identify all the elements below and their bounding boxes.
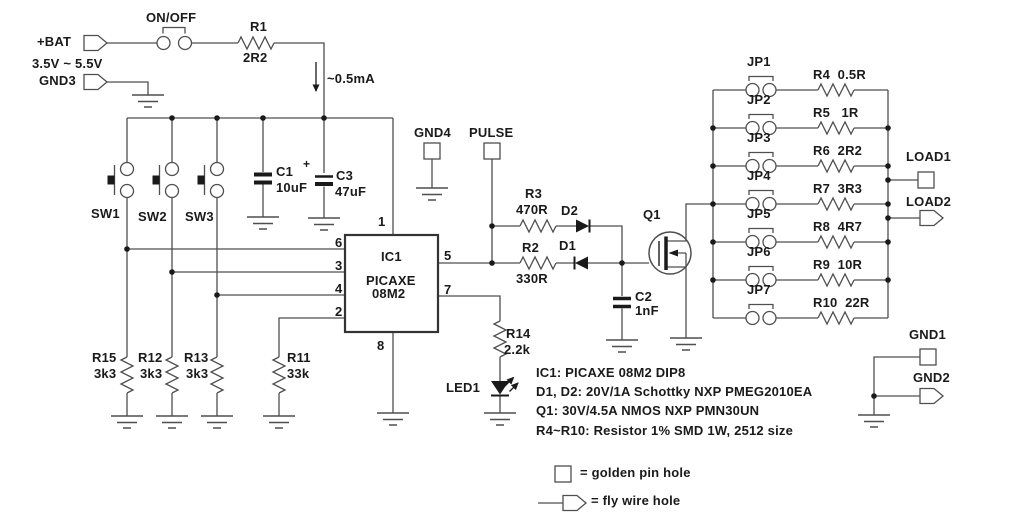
junction-dots	[124, 115, 891, 399]
ic-pin1-label: 1	[378, 214, 386, 229]
led1-led	[491, 376, 519, 397]
c3-label: C3	[336, 168, 354, 183]
ic1-chip-outline	[343, 233, 440, 334]
c1-value-label: 10uF	[276, 180, 308, 195]
r3-label: R3	[525, 186, 543, 201]
r12-value-label: 3k3	[140, 366, 163, 381]
c2-value-label: 1nF	[635, 303, 659, 318]
r1-value-label: 2R2	[243, 50, 268, 65]
sw3-label: SW3	[185, 209, 214, 224]
jumper-jp2-label: JP2	[747, 92, 771, 107]
r13-label: R13	[184, 350, 209, 365]
gnd1-label: GND1	[909, 327, 946, 342]
resistor-r6-label: R6 2R2	[813, 143, 863, 158]
d1-diode	[573, 256, 588, 270]
gnd3-label: GND3	[39, 73, 76, 88]
jumper-jp7-label: JP7	[747, 282, 771, 297]
note-q1: Q1: 30V/4.5A NMOS NXP PMN30UN	[536, 403, 760, 418]
sw1-label: SW1	[91, 206, 120, 221]
gnd4-label: GND4	[414, 125, 451, 140]
ic-pin8-label: 8	[377, 338, 385, 353]
resistor-r7-label: R7 3R3	[813, 181, 863, 196]
jumper-jp5-label: JP5	[747, 206, 771, 221]
note-diodes: D1, D2: 20V/1A Schottky NXP PMEG2010EA	[536, 384, 813, 399]
resistor-r8-label: R8 4R7	[813, 219, 863, 234]
ic-pin5-label: 5	[444, 248, 452, 263]
current-label: ~0.5mA	[327, 71, 375, 86]
load2-label: LOAD2	[906, 194, 952, 209]
legend-fly-wire-label: = fly wire hole	[591, 493, 681, 508]
sw2-label: SW2	[138, 209, 167, 224]
resistor-r10-label: R10 22R	[813, 295, 870, 310]
ic-name-label: IC1	[381, 249, 402, 264]
r3-value-label: 470R	[516, 202, 548, 217]
r2-value-label: 330R	[516, 271, 548, 286]
capacitor-symbols	[254, 172, 631, 309]
c1-label: C1	[276, 164, 294, 179]
ic-pin2-label: 2	[335, 304, 343, 319]
bat-label: +BAT	[37, 34, 72, 49]
jumper-jp1-label: JP1	[747, 54, 771, 69]
r13-value-label: 3k3	[186, 366, 209, 381]
pushbutton-symbols	[106, 161, 225, 199]
r15-value-label: 3k3	[94, 366, 117, 381]
jumper-jp4-label: JP4	[747, 168, 771, 183]
pulse-label: PULSE	[469, 125, 514, 140]
resistor-r4-label: R4 0.5R	[813, 67, 866, 82]
c3-plus-label: +	[303, 157, 311, 171]
ic-pin7-label: 7	[444, 282, 452, 297]
c3-value-label: 47uF	[335, 184, 367, 199]
ic-pin6-label: 6	[335, 235, 343, 250]
c2-label: C2	[635, 289, 653, 304]
note-resistors: R4~R10: Resistor 1% SMD 1W, 2512 size	[536, 423, 794, 438]
jumper-jp6-label: JP6	[747, 244, 771, 259]
jumper-jp3-label: JP3	[747, 130, 771, 145]
r14-label: R14	[506, 326, 531, 341]
r11-label: R11	[287, 350, 311, 365]
q1-label: Q1	[643, 207, 661, 222]
gnd2-label: GND2	[913, 370, 950, 385]
r12-label: R12	[138, 350, 163, 365]
note-ic1: IC1: PICAXE 08M2 DIP8	[536, 365, 686, 380]
ic-family-label: PICAXE	[366, 273, 416, 288]
load1-label: LOAD1	[906, 149, 952, 164]
led1-label: LED1	[446, 380, 481, 395]
on-off-switch-symbol	[156, 26, 193, 51]
resistor-r5-label: R5 1R	[813, 105, 859, 120]
legend-pin-hole-label: = golden pin hole	[580, 465, 691, 480]
d1-label: D1	[559, 238, 577, 253]
resistor-r9-label: R9 10R	[813, 257, 863, 272]
r14-value-label: 2.2k	[504, 342, 531, 357]
r2-label: R2	[522, 240, 540, 255]
r1-label: R1	[250, 19, 268, 34]
ic-pin3-label: 3	[335, 258, 343, 273]
r11-value-label: 33k	[287, 366, 310, 381]
wires	[107, 42, 920, 504]
q1-mosfet	[648, 203, 713, 338]
ic-part-label: 08M2	[372, 286, 406, 301]
d2-diode	[576, 219, 591, 233]
d2-label: D2	[561, 203, 579, 218]
on-off-label: ON/OFF	[146, 10, 197, 25]
ic-pin4-label: 4	[335, 281, 343, 296]
r15-label: R15	[92, 350, 117, 365]
bat-range-label: 3.5V ~ 5.5V	[32, 56, 103, 71]
